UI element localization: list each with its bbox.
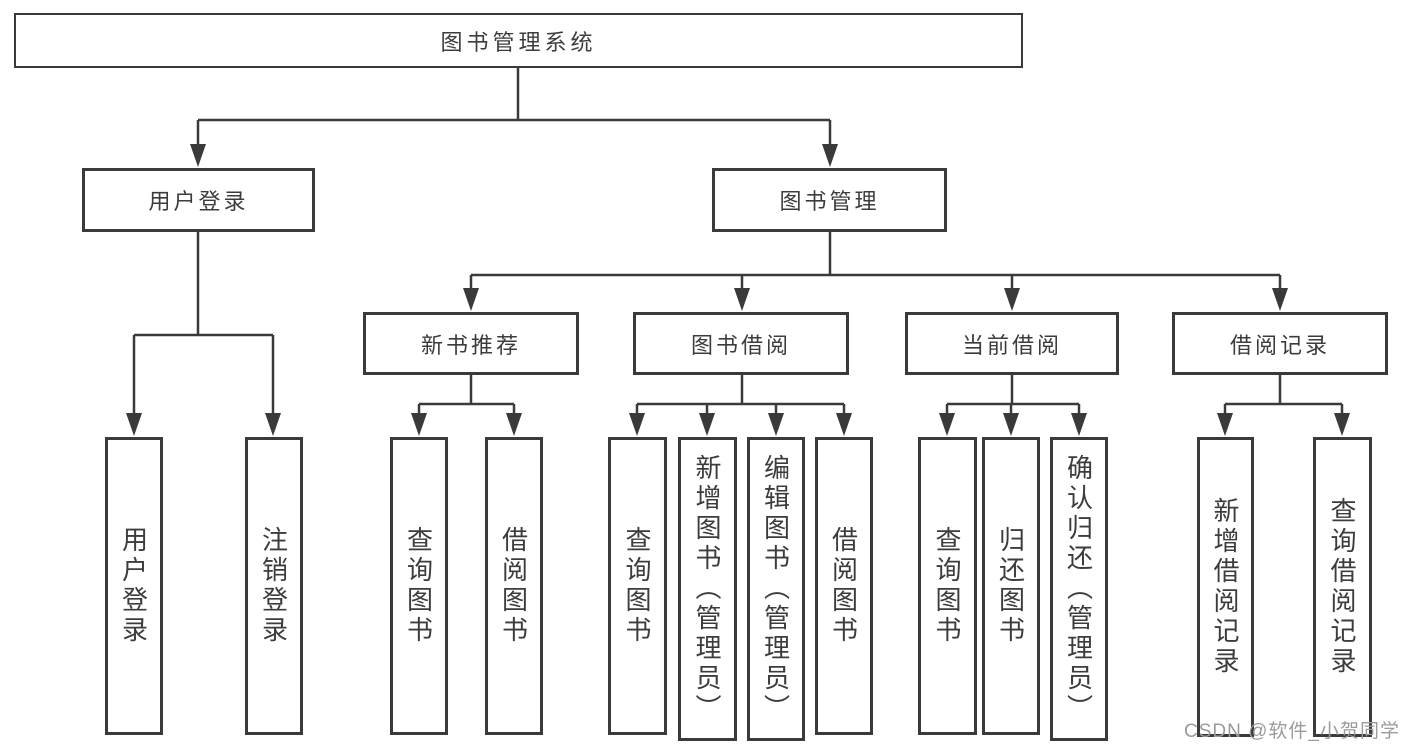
leaf-label: 新增借阅记录 — [1210, 497, 1240, 677]
node-label: 图书管理系统 — [440, 29, 597, 55]
node-borrowing-records: 借阅记录 — [1172, 312, 1388, 375]
node-label: 图书借阅 — [690, 332, 791, 358]
leaf-label: 查询图书 — [622, 526, 652, 646]
leaf-confirm-return-admin: 确认归还（管理员） — [1050, 437, 1108, 741]
leaf-label: 新增图书（管理员） — [692, 454, 722, 724]
leaf-label: 用户登录 — [118, 526, 149, 646]
node-book-management: 图书管理 — [712, 168, 947, 232]
leaf-user-login: 用户登录 — [105, 437, 163, 735]
node-new-book-recommend: 新书推荐 — [363, 312, 579, 375]
leaf-label: 确认归还（管理员） — [1063, 454, 1094, 724]
leaf-borrow-books: 借阅图书 — [485, 437, 543, 735]
node-label: 借阅记录 — [1229, 332, 1330, 358]
leaf-borrow-books: 借阅图书 — [815, 437, 873, 735]
node-current-borrowing: 当前借阅 — [905, 312, 1119, 375]
leaf-label: 编辑图书（管理员） — [760, 454, 791, 724]
leaf-query-books: 查询图书 — [390, 437, 448, 735]
csdn-watermark: CSDN @软件_小贺同学 — [1184, 721, 1400, 742]
leaf-add-borrow-record: 新增借阅记录 — [1197, 437, 1254, 737]
leaf-label: 查询图书 — [932, 526, 962, 646]
node-library-management-system: 图书管理系统 — [14, 13, 1023, 68]
leaf-edit-books-admin: 编辑图书（管理员） — [747, 437, 805, 741]
leaf-logout: 注销登录 — [245, 437, 303, 735]
leaf-add-books-admin: 新增图书（管理员） — [678, 437, 737, 741]
leaf-label: 查询图书 — [403, 526, 434, 646]
node-book-borrowing: 图书借阅 — [633, 312, 849, 375]
leaf-label: 归还图书 — [995, 526, 1026, 646]
node-label: 新书推荐 — [420, 332, 521, 358]
node-label: 用户登录 — [148, 189, 249, 214]
leaf-query-borrow-record: 查询借阅记录 — [1313, 437, 1372, 737]
node-label: 图书管理 — [779, 189, 880, 214]
node-user-login: 用户登录 — [82, 168, 315, 232]
arrowheads — [126, 144, 1350, 436]
leaf-label: 查询借阅记录 — [1327, 497, 1357, 677]
leaf-label: 借阅图书 — [828, 526, 859, 646]
leaf-return-books: 归还图书 — [982, 437, 1040, 735]
node-label: 当前借阅 — [961, 332, 1062, 358]
leaf-query-books: 查询图书 — [608, 437, 667, 735]
leaf-label: 借阅图书 — [498, 526, 529, 646]
leaf-label: 注销登录 — [258, 526, 289, 646]
leaf-query-books: 查询图书 — [918, 437, 977, 735]
